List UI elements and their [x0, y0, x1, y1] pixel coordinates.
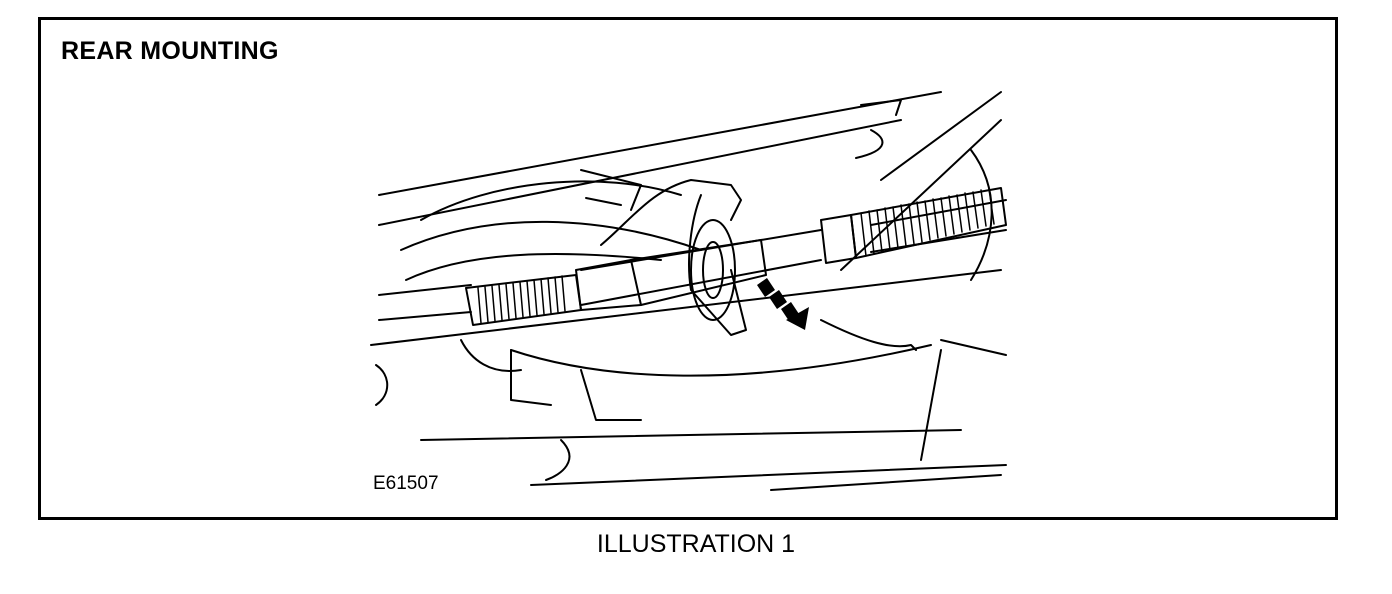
upper-panel-edge-inner: [378, 119, 902, 226]
cable-lower: [378, 229, 1007, 321]
grommet: [690, 219, 736, 321]
right-ferrule: [820, 214, 857, 264]
lower-panel-edge: [370, 269, 1002, 346]
upper-panel-edge: [378, 91, 942, 196]
cable-mounting-drawing: [370, 91, 1007, 491]
figure-frame: REAR MOUNTING: [38, 17, 1338, 520]
mounting-bracket: [600, 179, 742, 246]
housing-curve-top: [420, 180, 682, 221]
removal-arrow-icon: [757, 278, 809, 330]
figure-heading: REAR MOUNTING: [61, 37, 279, 65]
right-spring-coils: [860, 188, 995, 257]
middle-sleeve: [575, 259, 642, 311]
right-panel-edge: [880, 91, 1002, 181]
figure-code: E61507: [373, 473, 439, 494]
left-spring-coils: [477, 275, 566, 324]
right-spring-outline: [850, 187, 1007, 259]
figure-caption: ILLUSTRATION 1: [596, 530, 796, 558]
